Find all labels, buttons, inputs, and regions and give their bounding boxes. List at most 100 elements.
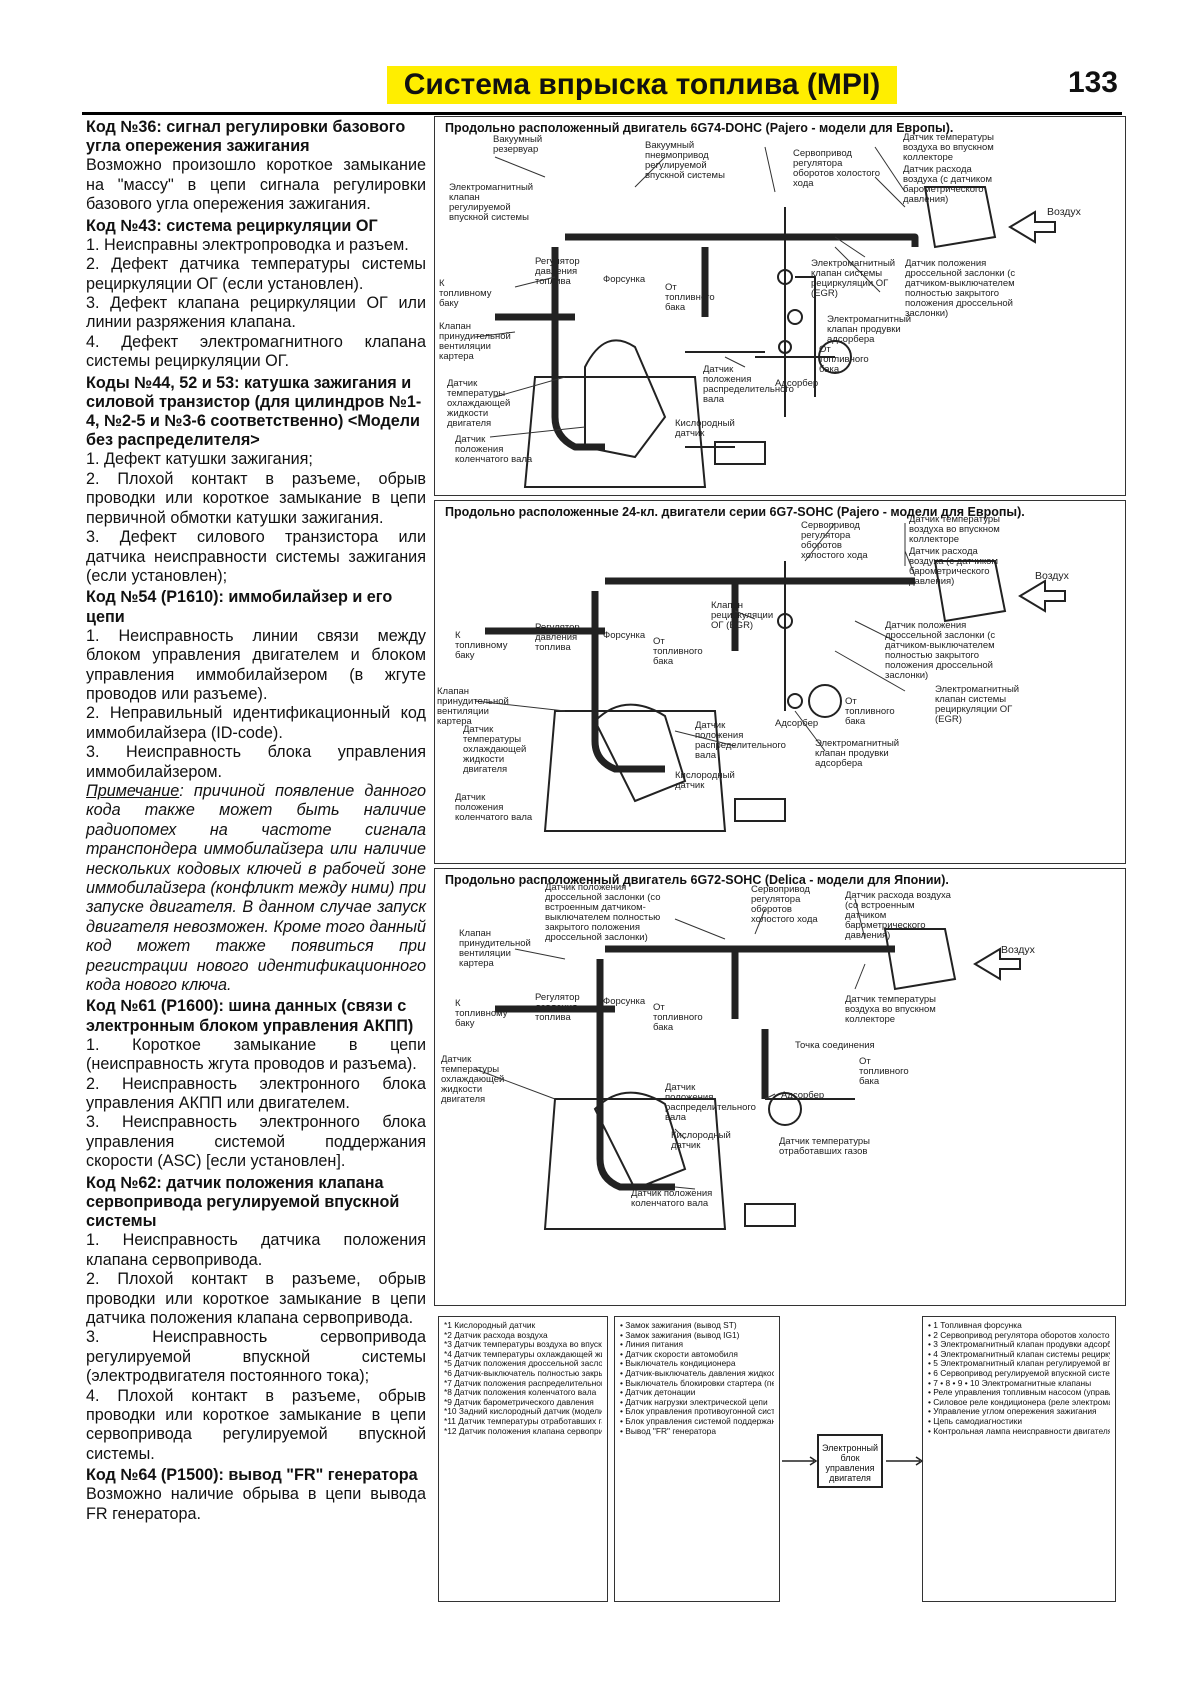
label-adsorber: Адсорбер (781, 1090, 825, 1101)
legend-item: • Блок управления противоугонной системы (620, 1407, 774, 1417)
legend-item: • Выключатель кондиционера (620, 1359, 736, 1369)
legend-item: *12 Датчик положения клапана сервопривод… (444, 1426, 602, 1436)
legend-item: *11 Датчик температуры отработавших газо… (444, 1416, 602, 1426)
label-intake-air-temp: Датчик температуры воздуха во впускном к… (903, 132, 994, 163)
label-adsorber: Адсорбер (775, 718, 819, 729)
fault-code-paragraph: 1. Неисправность линии связи между блоко… (86, 626, 426, 703)
label-purge-solenoid: Электромагнитный клапан продувки адсорбе… (827, 314, 912, 345)
section-title: Система впрыска топлива (MPI) (387, 66, 897, 104)
fault-code-paragraph: 3. Неисправность электронного блока упра… (86, 1113, 426, 1171)
label-fuel-regulator: Регулятор давления топлива (535, 256, 580, 287)
fault-code-paragraph: 1. Короткое замыкание в цепи (неисправно… (86, 1035, 426, 1074)
legend-item: *9 Датчик барометрического давления (444, 1397, 594, 1407)
label-throttle-sensor: Датчик положения дроссельной заслонки (с… (545, 882, 661, 943)
label-egr-solenoid: Электромагнитный клапан системы рециркул… (935, 684, 1020, 725)
label-pcv-valve: Клапан принудительной вентиляции картера (439, 321, 511, 362)
legend-item: • Вывод "FR" генератора (620, 1426, 717, 1436)
label-air: Воздух (1001, 944, 1035, 956)
engine-diagram-6g74: Продольно расположенный двигатель 6G74-D… (434, 116, 1126, 496)
legend-item: *8 Датчик положения коленчатого вала (444, 1388, 597, 1398)
fault-code-paragraph: Возможно наличие обрыва в цепи вывода FR… (86, 1485, 426, 1523)
diagram-title: Продольно расположенные 24-кл. двигатели… (445, 505, 1025, 519)
legend-item: • Линия питания (620, 1340, 684, 1350)
legend-item: • Контрольная лампа неисправности двигат… (928, 1426, 1110, 1436)
fault-code-heading: Код №43: система рециркуляции ОГ (86, 216, 378, 235)
label-vacuum-tank: Вакуумный резервуар (493, 134, 543, 155)
label-intake-air-temp: Датчик температуры воздуха во впускном к… (845, 994, 936, 1025)
legend-item: • Блок управления системой поддержания п… (620, 1416, 774, 1426)
label-intake-solenoid: Электромагнитный клапан регулируемой впу… (449, 182, 534, 223)
label-egr-solenoid: Электромагнитный клапан системы рециркул… (811, 258, 896, 299)
legend-item: • Выключатель блокировки стартера (перек… (620, 1378, 774, 1388)
diagram-title: Продольно расположенный двигатель 6G72-S… (445, 873, 949, 887)
fault-code-paragraph: 3. Дефект клапана рециркуляции ОГ или ли… (86, 294, 426, 332)
legend-item: *6 Датчик-выключатель полностью закрытог… (444, 1368, 602, 1378)
note-paragraph: Примечание: причиной появление данного к… (86, 782, 426, 995)
legend-item: • 5 Электромагнитный клапан регулируемой… (928, 1359, 1110, 1369)
legend-item: • Датчик детонации (620, 1388, 696, 1398)
label-from-fuel-tank: От топливного бака (653, 636, 703, 667)
label-crankshaft-sensor: Датчик положения коленчатого вала (631, 1188, 713, 1209)
label-throttle-sensor: Датчик положения дроссельной заслонки (с… (885, 620, 996, 681)
fault-code-paragraph: 2. Плохой контакт в разъеме, обрыв прово… (86, 469, 426, 527)
fault-code-paragraph: 2. Дефект датчика температуры системы ре… (86, 255, 426, 293)
label-pcv-valve: Клапан принудительной вентиляции картера (459, 928, 531, 969)
note-label: Примечание (86, 781, 180, 800)
fault-code-paragraph: 3. Неисправность блока управления иммоби… (86, 743, 426, 781)
fault-code-paragraph: 3. Неисправность сервопривода регулируем… (86, 1328, 426, 1386)
label-from-fuel-tank-2: От топливного бака (845, 696, 895, 727)
fault-code-paragraph: 4. Плохой контакт в разъеме, обрыв прово… (86, 1386, 426, 1463)
label-injector: Форсунка (603, 630, 646, 641)
legend-item: *4 Датчик температуры охлаждающей жидкос… (444, 1349, 602, 1359)
label-fuel-regulator: Регулятор давления топлива (535, 622, 580, 653)
label-from-fuel-tank-2: От топливного бака (859, 1056, 909, 1087)
legend-item: *5 Датчик положения дроссельной заслонки (444, 1359, 602, 1369)
fault-code-paragraph: 4. Дефект электромагнитного клапана сист… (86, 332, 426, 371)
legend-item: • Замок зажигания (вывод IG1) (620, 1330, 740, 1340)
label-pcv-valve: Клапан принудительной вентиляции картера (437, 686, 509, 727)
fault-code-paragraph: 3. Дефект силового транзистора или датчи… (86, 528, 426, 585)
label-throttle-sensor: Датчик положения дроссельной заслонки (с… (905, 258, 1016, 319)
legend-item: • Датчик скорости автомобиля (620, 1349, 738, 1359)
fault-code-paragraph: 1. Дефект катушки зажигания; (86, 450, 313, 469)
label-egr-valve: Клапан рециркуляции ОГ (EGR) (711, 600, 774, 631)
label-air-flow: Датчик расхода воздуха (с датчиком баром… (909, 546, 998, 587)
legend-item: • 2 Сервопривод регулятора оборотов холо… (928, 1330, 1110, 1340)
diagram-schematic (474, 146, 1056, 488)
label-coolant-temp: Датчик температуры охлаждающей жидкости … (463, 724, 527, 775)
label-idle-servo: Сервопривод регулятора оборотов холостог… (793, 148, 881, 189)
label-air-flow: Датчик расхода воздуха (со встроенным да… (845, 890, 951, 941)
label-purge-solenoid: Электромагнитный клапан продувки адсорбе… (815, 738, 900, 769)
fault-code-paragraph: 1. Неисправность датчика положения клапа… (86, 1231, 426, 1269)
fault-code-paragraph: 2. Плохой контакт в разъеме, обрыв прово… (86, 1270, 426, 1327)
page-number: 133 (1067, 66, 1118, 99)
legend-item: • Реле управления топливным насосом (упр… (928, 1388, 1110, 1398)
label-injector: Форсунка (603, 274, 646, 285)
label-crankshaft-sensor: Датчик положения коленчатого вала (455, 434, 533, 465)
label-intake-air-temp: Датчик температуры воздуха во впускном к… (909, 514, 1000, 545)
legend-item: *10 Задний кислородный датчик (модели с … (444, 1407, 602, 1417)
fault-code-paragraph: 2. Неправильный идентификационный код им… (86, 704, 426, 742)
label-to-fuel-tank: К топливному баку (439, 278, 492, 309)
legend-outputs: • 1 Топливная форсунка• 2 Сервопривод ре… (922, 1316, 1116, 1602)
legend-item: *2 Датчик расхода воздуха (444, 1330, 548, 1340)
label-from-fuel-tank: От топливного бака (665, 282, 715, 313)
fault-code-heading: Коды №44, 52 и 53: катушка зажигания и с… (86, 373, 422, 450)
label-junction-point: Точка соединения (795, 1040, 875, 1051)
label-idle-servo: Сервопривод регулятора оборотов холостог… (751, 884, 818, 925)
legend-sensors: *1 Кислородный датчик*2 Датчик расхода в… (438, 1316, 608, 1602)
fault-code-heading: Код №54 (P1610): иммобилайзер и его цепи (86, 588, 393, 626)
label-coolant-temp: Датчик температуры охлаждающей жидкости … (441, 1054, 505, 1105)
label-from-fuel-tank: От топливного бака (653, 1002, 703, 1033)
legend-item: *7 Датчик положения распределительного в… (444, 1378, 602, 1388)
label-air-flow: Датчик расхода воздуха (с датчиком баром… (903, 164, 992, 205)
label-injector: Форсунка (603, 996, 646, 1007)
fault-code-paragraph: Возможно произошло короткое замыкание на… (86, 156, 426, 214)
label-to-fuel-tank: К топливному баку (455, 998, 508, 1029)
label-oxygen-sensor: Кислородный датчик (675, 770, 735, 791)
fault-code-paragraph: 2. Неисправность электронного блока упра… (86, 1074, 426, 1113)
legend-item: • Датчик нагрузки электрической цепи (620, 1397, 768, 1407)
legend-item: *3 Датчик температуры воздуха во впускно… (444, 1340, 602, 1350)
label-camshaft-sensor: Датчик положения распределительного вала (695, 720, 786, 761)
label-crankshaft-sensor: Датчик положения коленчатого вала (455, 792, 533, 823)
